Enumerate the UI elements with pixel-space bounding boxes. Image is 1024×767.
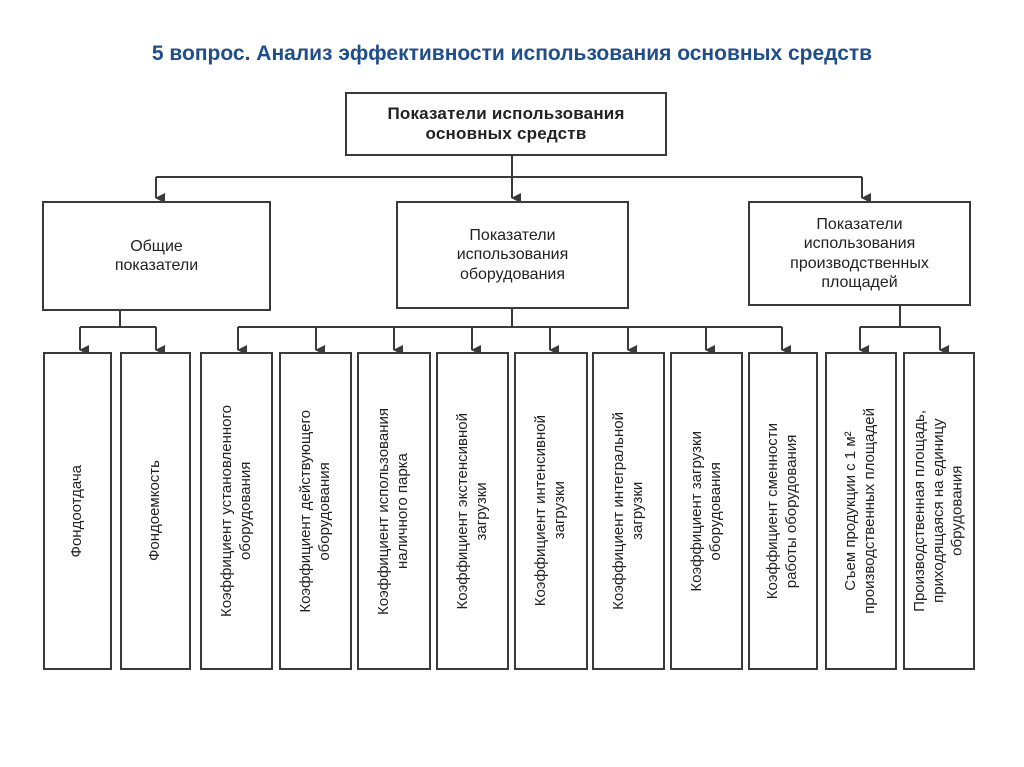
root-label: Показатели использования основных средст… [387,103,625,143]
leaf-box-10: Коэффициент сменности работы оборудовани… [748,352,818,670]
group-area-label: Показатели использования производственны… [790,216,929,291]
leaf-box-5: Коэффициент использования наличного парк… [357,352,431,670]
leaf-box-8: Коэффициент интегральной загрузки [592,352,665,670]
leaf-label-3: Коэффициент установленного оборудования [217,404,254,618]
group-general-box: Общие показатели [42,201,271,311]
leaf-label-9: Коэффициент загрузки оборудования [687,430,724,592]
leaf-box-12: Производственная площадь, приходящаяся н… [903,352,975,670]
leaf-label-11: Съем продукции с 1 м² производственных п… [842,408,878,614]
leaf-label-12: Производственная площадь, приходящаяся н… [910,410,966,612]
leaf-box-4: Коэффициент действующего оборудования [279,352,352,670]
leaf-box-11: Съем продукции с 1 м² производственных п… [825,352,897,670]
leaf-box-3: Коэффициент установленного оборудования [200,352,273,670]
leaf-label-10: Коэффициент сменности работы оборудовани… [764,422,800,600]
root-box: Показатели использования основных средст… [345,92,667,156]
leaf-box-6: Коэффициент экстенсивной загрузки [436,352,509,670]
group-equipment-label: Показатели использования оборудования [456,227,569,283]
group-area-box: Показатели использования производственны… [748,201,971,306]
leaf-label-7: Коэффициент интенсивной загрузки [532,415,568,607]
page-title: 5 вопрос. Анализ эффективности использов… [151,42,873,65]
leaf-box-9: Коэффициент загрузки оборудования [670,352,743,670]
group-equipment-box: Показатели использования оборудования [396,201,629,309]
leaf-box-2: Фондоемкость [120,352,191,670]
leaf-box-1: Фондоотдача [43,352,112,670]
leaf-label-6: Коэффициент экстенсивной загрузки [453,412,490,610]
leaf-label-4: Коэффициент действующего оборудования [296,409,333,613]
group-general-label: Общие показатели [114,237,199,274]
leaf-box-7: Коэффициент интенсивной загрузки [514,352,588,670]
leaf-label-2: Фондоемкость [146,460,164,562]
leaf-label-8: Коэффициент интегральной загрузки [609,412,646,610]
leaf-label-1: Фондоотдача [68,464,86,558]
leaf-label-5: Коэффициент использования наличного парк… [375,407,411,615]
